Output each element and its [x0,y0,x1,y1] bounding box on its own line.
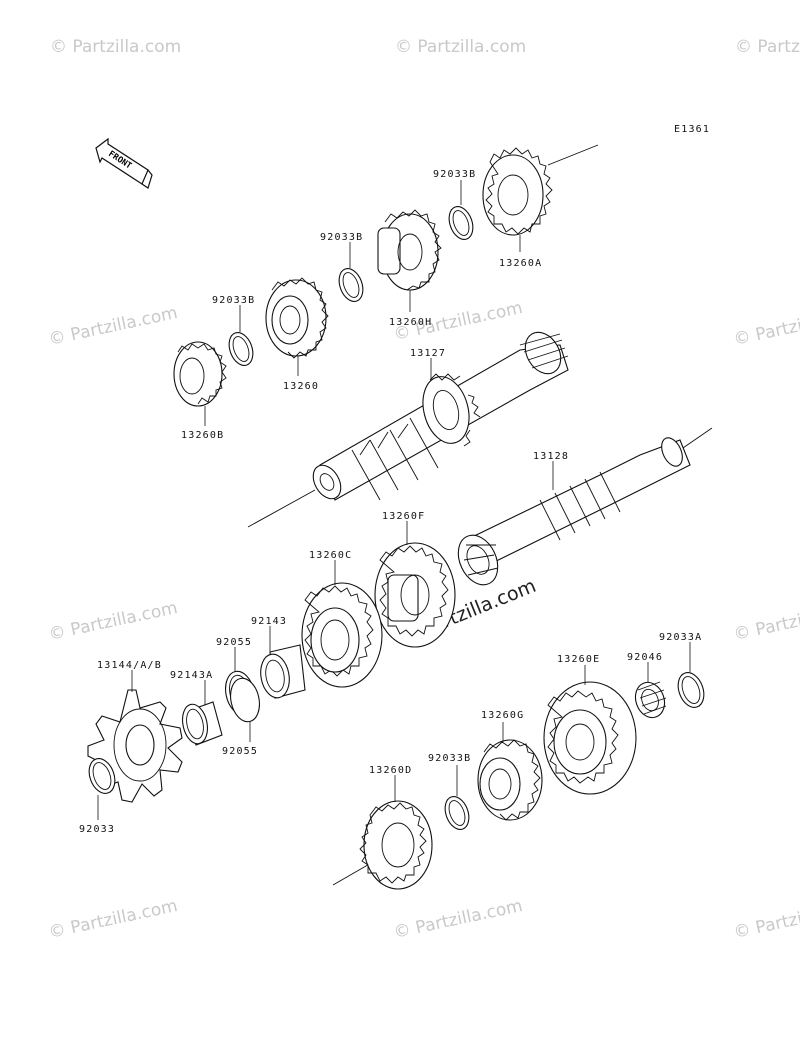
circlip-92033A [677,672,705,708]
label-92033B: 92033B [433,169,476,180]
gear-13260B [173,341,227,407]
watermarks: © Partzilla.com © Partzilla.com © Partzi… [47,37,800,943]
diagram-code: E1361 [674,124,710,135]
watermark: © Partzilla.com [47,303,179,350]
label-13144: 13144/A/B [97,660,162,671]
watermark: © Partzilla.com [47,598,179,645]
label-92033A: 92033A [659,632,702,643]
gear-13260G [477,739,543,821]
label-92143: 92143 [251,616,287,627]
label-13127: 13127 [410,348,446,359]
circlip-92033B [444,796,470,830]
label-92055: 92055 [216,637,252,648]
circlip-92033B [228,332,254,366]
gear-13127 [422,373,481,447]
label-13260H: 13260H [389,317,432,328]
collar-92143A [181,701,223,746]
label-13260C: 13260C [309,550,352,561]
part-labels: 13260A 92033B 13260H 92033B 92033B 13260… [79,169,702,835]
shaft-13128 [457,427,713,586]
label-92033: 92033 [79,824,115,835]
bearing-92046 [634,681,667,719]
watermark: © Partzilla.com [47,896,179,943]
label-92143A: 92143A [170,670,213,681]
circlip-92033B [338,268,364,302]
gear-13260F [374,542,456,648]
label-13260G: 13260G [481,710,524,721]
label-13260E: 13260E [557,654,600,665]
circlip-92033B [448,206,474,240]
label-13260D: 13260D [369,765,412,776]
watermark: © Partzilla.com [732,598,800,645]
ring-92055 [230,677,260,723]
watermark: © Partzilla.com [50,37,181,57]
front-arrow-icon: FRONT [95,137,153,189]
leader-lines [97,180,691,820]
gear-13260C [301,582,383,688]
label-13260F: 13260F [382,511,425,522]
gear-13260H [377,209,442,291]
watermark: © Partzilla.com [732,303,800,350]
watermark: © Partzilla.com [392,896,524,943]
label-13260: 13260 [283,381,319,392]
label-92055: 92055 [222,746,258,757]
gear-13260 [265,277,329,359]
label-13260B: 13260B [181,430,224,441]
watermark: © Partzilla.com [732,896,800,943]
label-92046: 92046 [627,652,663,663]
label-92033B: 92033B [212,295,255,306]
watermark: © Partzilla.com [735,37,800,57]
bushing-92143 [260,644,306,699]
gear-13260E [543,681,637,795]
gear-13260D [332,800,433,890]
gear-13260A [482,147,553,236]
circlip-92033 [88,758,116,794]
watermark: © Partzilla.com [395,37,526,57]
label-13260A: 13260A [499,258,542,269]
label-92033B: 92033B [428,753,471,764]
label-92033B: 92033B [320,232,363,243]
label-13128: 13128 [533,451,569,462]
